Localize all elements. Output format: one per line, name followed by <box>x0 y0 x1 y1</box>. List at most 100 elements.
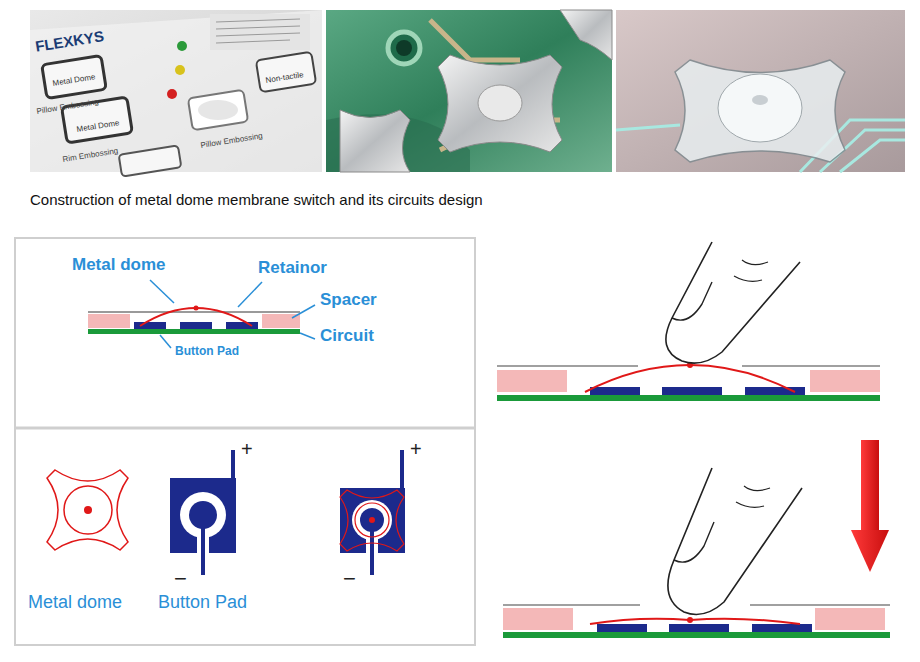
finger-before <box>590 387 640 395</box>
finger-pressed <box>590 619 800 624</box>
dome-photo <box>616 125 680 130</box>
finger-before <box>810 370 880 392</box>
combined-shape <box>355 503 389 537</box>
part-name-slot: Button Pad <box>175 341 239 359</box>
cross-section <box>226 322 258 329</box>
panel-photo <box>167 89 177 99</box>
pcb-photo <box>326 10 612 172</box>
button-pad-shape <box>189 501 217 529</box>
photo-text-slot: FLEXKYS <box>34 38 103 56</box>
finger-pressed <box>597 624 647 632</box>
combined-shape <box>400 450 404 490</box>
finger-pressed <box>503 604 640 606</box>
panel-photo <box>175 65 185 75</box>
photo-text: Pillow Embossing <box>36 97 99 116</box>
finger-before <box>497 370 567 392</box>
finger-before <box>585 365 795 392</box>
dome-photo <box>616 10 905 172</box>
pin-sign: + <box>241 438 253 461</box>
leader-line <box>160 335 171 348</box>
finger-pressed <box>750 604 890 606</box>
finger-pressed <box>752 624 812 632</box>
press-arrow <box>851 440 889 572</box>
finger-pressed <box>503 608 573 630</box>
leader-line <box>238 282 262 307</box>
panel-photo <box>177 41 187 51</box>
panel-photo <box>216 33 300 36</box>
finger-pressed <box>503 632 890 638</box>
finger-pressed <box>668 468 802 614</box>
photo-text-slot: Metal Dome <box>76 118 119 136</box>
panel-photo <box>216 19 300 22</box>
pin-sign: − <box>343 566 356 591</box>
finger-before <box>742 365 880 367</box>
panel-photo <box>188 90 248 130</box>
button-pad-shape <box>231 450 235 480</box>
panel-photo <box>216 40 290 43</box>
leader-line <box>150 280 315 348</box>
finger-pressed <box>687 617 693 623</box>
finger-pressed <box>815 608 885 630</box>
photo-text: FLEXKYS <box>34 27 105 55</box>
pcb-photo <box>326 10 612 172</box>
photo-text: Non-tactile <box>265 70 304 85</box>
diagram-title-slot: Construction of metal dome membrane swit… <box>30 191 483 209</box>
part-name-slot: Circuit <box>320 326 374 346</box>
cross-section <box>134 322 166 329</box>
finger-pressed <box>669 624 729 632</box>
photo-text: Rim Embossing <box>62 146 119 164</box>
pcb-photo <box>340 110 410 172</box>
photo-text-slot: Pillow Embossing <box>200 134 263 152</box>
pcb-photo <box>430 20 520 60</box>
pcb-photo <box>388 32 420 64</box>
leader-line <box>300 333 315 339</box>
metal-dome-shape <box>84 506 92 514</box>
panel-photo <box>198 100 238 120</box>
pin-sign: − <box>174 566 187 591</box>
dome-photo <box>616 10 905 172</box>
finger-before <box>745 387 805 395</box>
cross-section <box>88 329 300 334</box>
panel-photo <box>210 14 310 50</box>
finger-before <box>662 387 722 395</box>
pin-sign-slot: − <box>343 566 356 591</box>
finger-before <box>497 365 638 367</box>
part-name: Button Pad <box>158 592 247 613</box>
photo-text-slot: Non-tactile <box>265 69 303 87</box>
panel-photo <box>256 52 316 92</box>
photo-text: Pillow Embossing <box>200 131 263 150</box>
part-name: Metal dome <box>28 592 122 613</box>
pcb-photo <box>396 40 412 56</box>
combined-shape <box>340 490 404 551</box>
panel-frame <box>15 238 475 645</box>
pin-sign: + <box>410 438 422 461</box>
finger-before <box>742 260 768 265</box>
dome-photo <box>752 95 768 105</box>
press-arrow <box>861 440 879 532</box>
pcb-photo <box>478 85 522 121</box>
photo-text: Metal Dome <box>52 72 96 88</box>
part-name-slot: Metal dome <box>72 255 166 275</box>
cross-section <box>88 314 130 328</box>
metal-dome-shape <box>47 470 128 550</box>
leader-line <box>150 280 174 303</box>
cross-section <box>140 308 252 326</box>
press-arrow <box>851 530 889 572</box>
part-name: Spacer <box>320 290 377 310</box>
combined-shape <box>369 517 375 523</box>
panel-frame <box>15 238 475 645</box>
photo-text-slot: Rim Embossing <box>62 148 118 166</box>
photo-text-slot: Pillow Embossing <box>36 100 99 118</box>
finger-pressed <box>674 522 714 562</box>
finger-before <box>497 242 880 401</box>
part-name: Circuit <box>320 326 374 346</box>
cross-section <box>88 306 300 335</box>
pcb-photo <box>560 10 612 60</box>
dome-photo <box>675 60 845 162</box>
cross-section <box>180 322 212 329</box>
panel-photo <box>119 145 182 176</box>
button-pad-shape <box>201 525 205 575</box>
part-name-slot: Retainor <box>258 258 327 278</box>
